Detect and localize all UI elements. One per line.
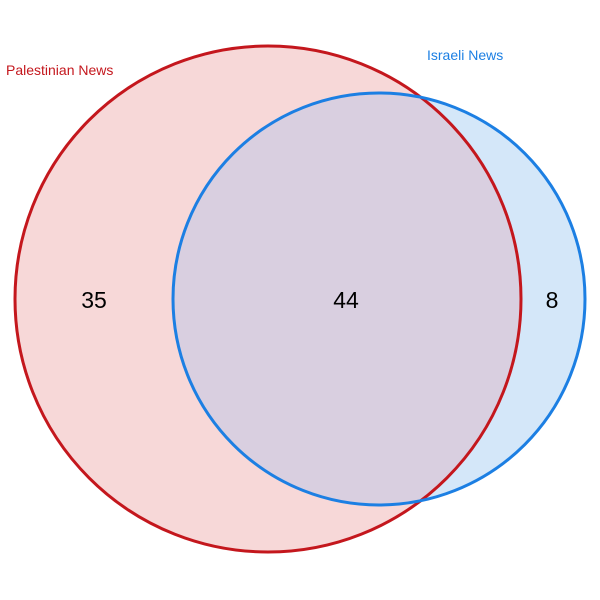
overlap-region [173,93,521,505]
palestinian-news-label: Palestinian News [6,62,113,78]
israeli-only-count: 8 [546,287,559,313]
israeli-news-label: Israeli News [427,47,503,63]
israeli-news-circle-outline [171,91,587,507]
overlap-count: 44 [333,287,359,313]
palestinian-news-circle-outline [13,44,523,554]
palestinian-only-count: 35 [81,287,107,313]
